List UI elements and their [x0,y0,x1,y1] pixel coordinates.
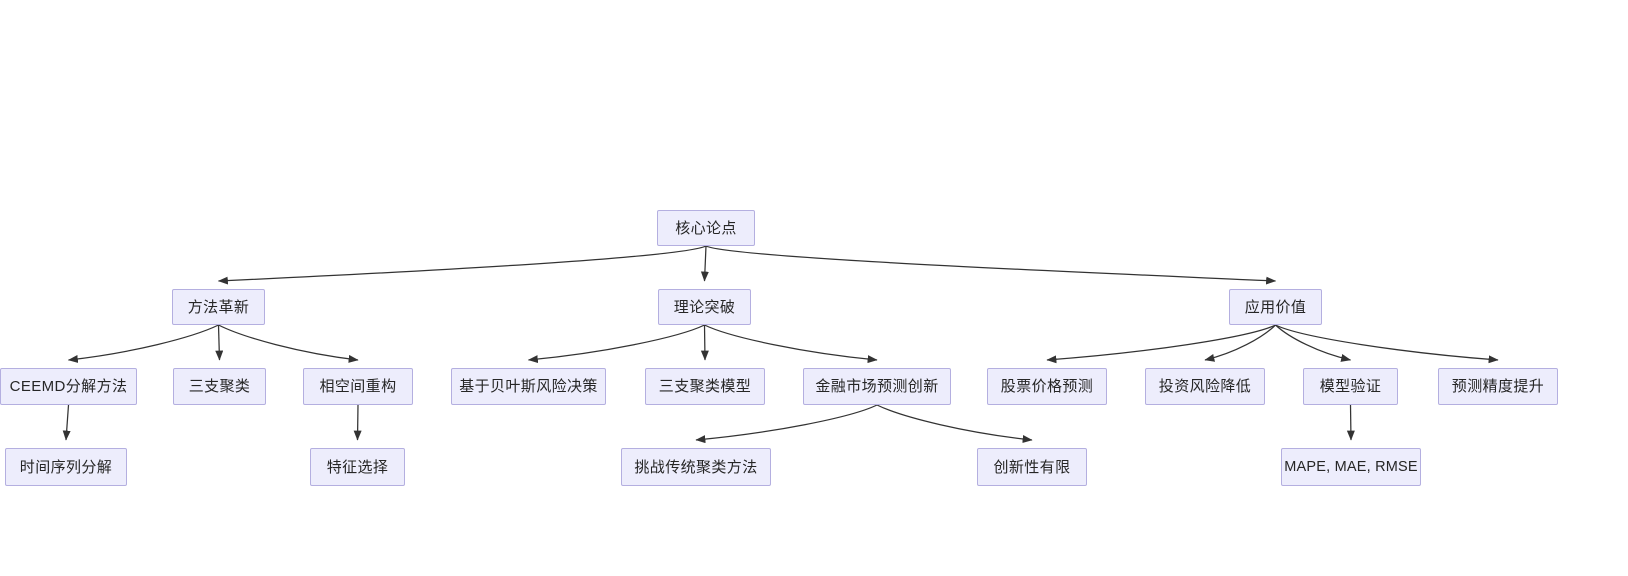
diagram-node[interactable]: 金融市场预测创新 [803,368,951,405]
diagram-node[interactable]: 相空间重构 [303,368,413,405]
diagram-node[interactable]: MAPE, MAE, RMSE [1281,448,1421,486]
diagram-node[interactable]: 理论突破 [658,289,751,325]
diagram-node-label: 核心论点 [675,219,737,237]
diagram-node[interactable]: 三支聚类模型 [645,368,765,405]
diagram-node[interactable]: 股票价格预测 [987,368,1107,405]
diagram-node[interactable]: 方法革新 [172,289,265,325]
diagram-node-label: 方法革新 [187,298,250,316]
diagram-edge [700,245,709,282]
diagram-node-label: 应用价值 [1244,298,1307,316]
diagram-edge [1275,324,1352,362]
diagram-node[interactable]: 时间序列分解 [5,448,127,486]
diagram-node[interactable]: 创新性有限 [977,448,1087,486]
diagram-node-label: 创新性有限 [993,458,1071,476]
diagram-edge [353,404,362,441]
diagram-node[interactable]: 模型验证 [1303,368,1398,405]
diagram-node[interactable]: 特征选择 [310,448,405,486]
edges-group [62,245,1499,444]
diagram-edge [218,324,359,363]
diagram-edge [67,324,219,363]
diagram-node-label: 股票价格预测 [1000,378,1094,395]
diagram-edge [705,245,1277,285]
diagram-edge [700,324,709,361]
diagram-node[interactable]: 基于贝叶斯风险决策 [451,368,606,405]
diagram-node[interactable]: 预测精度提升 [1438,368,1558,405]
diagram-node-label: 三支聚类 [188,378,251,395]
diagram-node[interactable]: 应用价值 [1229,289,1322,325]
diagram-node-label: 投资风险降低 [1158,378,1252,395]
diagram-edge [704,324,878,364]
diagram-node[interactable]: 投资风险降低 [1145,368,1265,405]
diagram-edge [876,404,1033,443]
diagram-edge [62,404,71,441]
diagram-edge [1046,324,1276,364]
diagram-edge [1275,324,1499,364]
diagram-node-label: 预测精度提升 [1451,378,1545,395]
diagram-edge [527,324,705,364]
diagram-node-label: 挑战传统聚类方法 [634,458,758,476]
diagram-node-label: 三支聚类模型 [658,378,752,395]
diagram-node-label: 时间序列分解 [19,458,113,476]
diagram-node[interactable]: 核心论点 [657,210,755,246]
diagram-node[interactable]: CEEMD分解方法 [0,368,137,405]
diagram-node-label: 基于贝叶斯风险决策 [459,378,598,395]
diagram-node-label: 相空间重构 [319,378,397,395]
diagram-node-label: 金融市场预测创新 [815,378,939,395]
diagram-node-label: 模型验证 [1319,378,1382,395]
diagram-edge [1346,404,1355,441]
diagram-edge [217,245,707,285]
diagram-node-label: 理论突破 [673,298,736,316]
diagram-node[interactable]: 挑战传统聚类方法 [621,448,771,486]
diagram-node[interactable]: 三支聚类 [173,368,266,405]
diagram-node-label: 特征选择 [326,458,389,476]
diagram-node-label: CEEMD分解方法 [9,378,128,395]
diagram-edge [215,324,224,361]
diagram-edge [695,404,878,444]
diagram-edge [1204,324,1276,362]
diagram-node-label: MAPE, MAE, RMSE [1284,458,1418,475]
